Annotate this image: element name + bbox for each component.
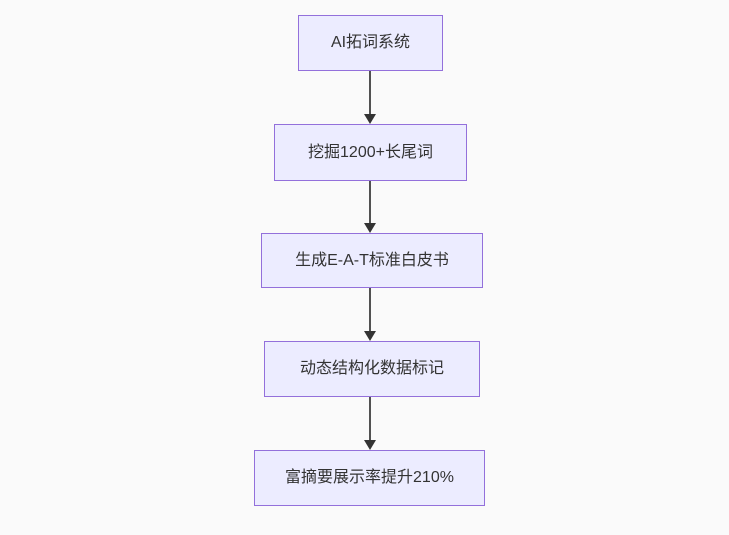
arrow-head-down-icon <box>364 440 376 450</box>
flow-node-ai-keyword-system: AI拓词系统 <box>298 15 443 71</box>
flow-node-label: 动态结构化数据标记 <box>299 360 444 377</box>
arrow-line <box>369 181 371 225</box>
arrow-head-down-icon <box>364 331 376 341</box>
arrow-line <box>369 288 371 333</box>
flow-node-structured-data: 动态结构化数据标记 <box>264 341 480 397</box>
flow-node-label: 挖掘1200+长尾词 <box>308 143 433 161</box>
arrow-head-down-icon <box>364 114 376 124</box>
flow-node-label: 生成E-A-T标准白皮书 <box>295 251 449 269</box>
arrow-head-down-icon <box>364 223 376 233</box>
flow-node-rich-snippet-result: 富摘要展示率提升210% <box>254 450 485 506</box>
flow-node-label: AI拓词系统 <box>330 34 411 51</box>
flow-node-eat-whitepaper: 生成E-A-T标准白皮书 <box>261 233 483 288</box>
arrow-line <box>369 71 371 116</box>
arrow-line <box>369 397 371 442</box>
flow-node-label: 富摘要展示率提升210% <box>285 469 454 486</box>
flow-node-longtail-mining: 挖掘1200+长尾词 <box>274 124 467 181</box>
